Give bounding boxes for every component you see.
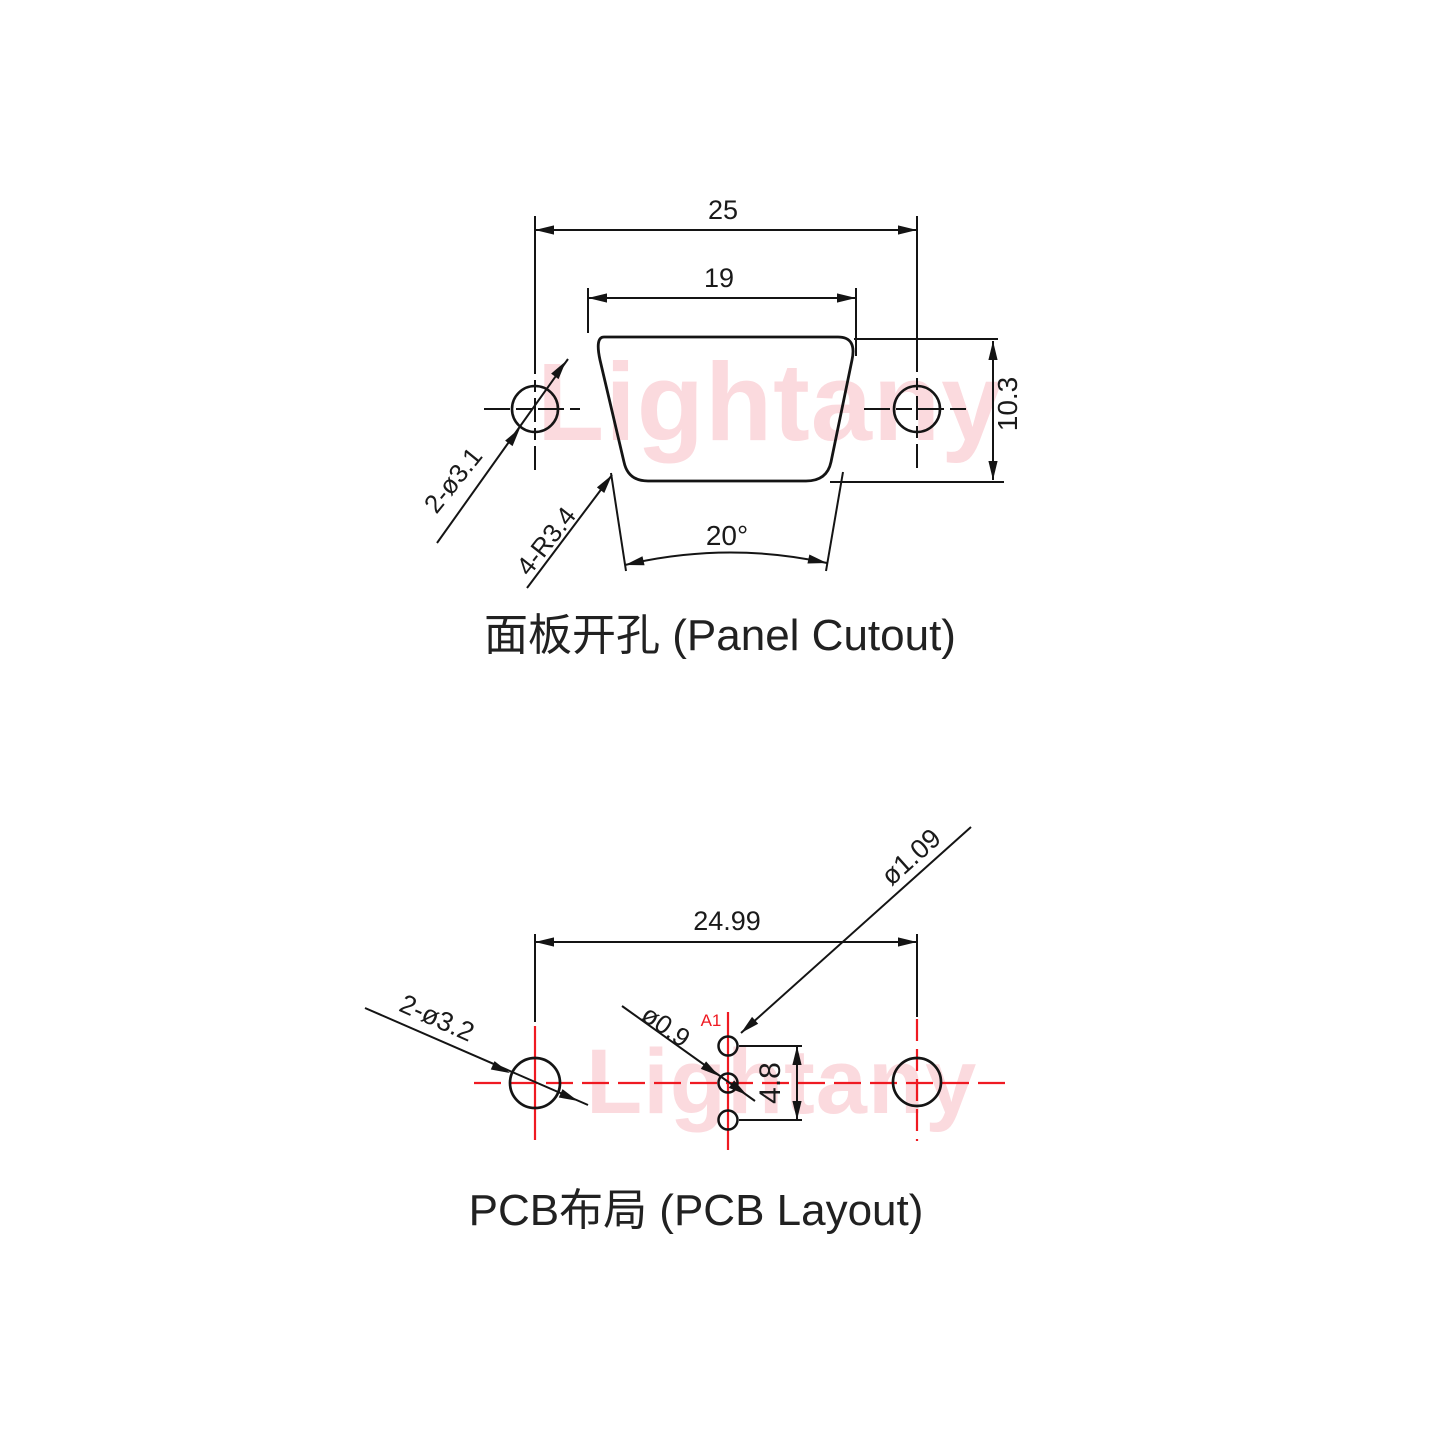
- arrowhead: [588, 293, 607, 303]
- dim-spacing-text: 24.99: [693, 906, 761, 936]
- panel-cutout-title: 面板开孔 (Panel Cutout): [484, 611, 956, 660]
- dim-25-text: 25: [708, 195, 738, 225]
- arrowhead: [490, 1061, 512, 1078]
- dim-pin-span-text: 4.8: [754, 1062, 787, 1104]
- arrowhead: [535, 225, 554, 235]
- pin-hole-a2: [717, 1072, 739, 1094]
- arrowhead: [535, 937, 554, 947]
- arrowhead: [807, 554, 828, 568]
- pin-hole-a3: [717, 1109, 739, 1131]
- arrowhead: [988, 461, 998, 480]
- arrowhead: [837, 293, 856, 303]
- label-mount-holes: 2-ø3.1: [418, 441, 489, 518]
- pin-a1-label: A1: [701, 1011, 722, 1030]
- leader-line-mount-hole-dia: [436, 358, 569, 544]
- label-corner-radius: 4-R3.4: [510, 501, 582, 581]
- dsub-cutout-outline: [596, 335, 855, 483]
- arrowhead: [623, 556, 645, 570]
- pin-hole-a1: [717, 1035, 739, 1057]
- angle-ray-left: [610, 472, 627, 572]
- arrowhead: [898, 225, 917, 235]
- dim-19-text: 19: [704, 263, 734, 293]
- dim-height-text: 10.3: [992, 377, 1023, 432]
- arrowhead: [558, 1089, 580, 1106]
- angle-text: 20°: [706, 520, 748, 551]
- pcb-layout-view: 24.99 4.8 ø1.09 ø0.9 2-ø3.2 A1 PCB布局 (PC…: [364, 823, 1008, 1235]
- angle-ray-right: [825, 471, 844, 572]
- angle-arc: [624, 551, 828, 566]
- leader-line-a1-hole-dia: [740, 826, 972, 1034]
- pcb-mount-hole-right: [891, 1056, 943, 1108]
- arrowhead: [898, 937, 917, 947]
- watermark-top: Lightany: [537, 341, 1003, 464]
- leader-line-corner-radius: [526, 474, 613, 589]
- pcb-mount-hole-left: [508, 1056, 562, 1110]
- leader-line-pcb-mount-dia: [364, 1007, 589, 1106]
- pcb-layout-title: PCB布局 (PCB Layout): [469, 1186, 924, 1235]
